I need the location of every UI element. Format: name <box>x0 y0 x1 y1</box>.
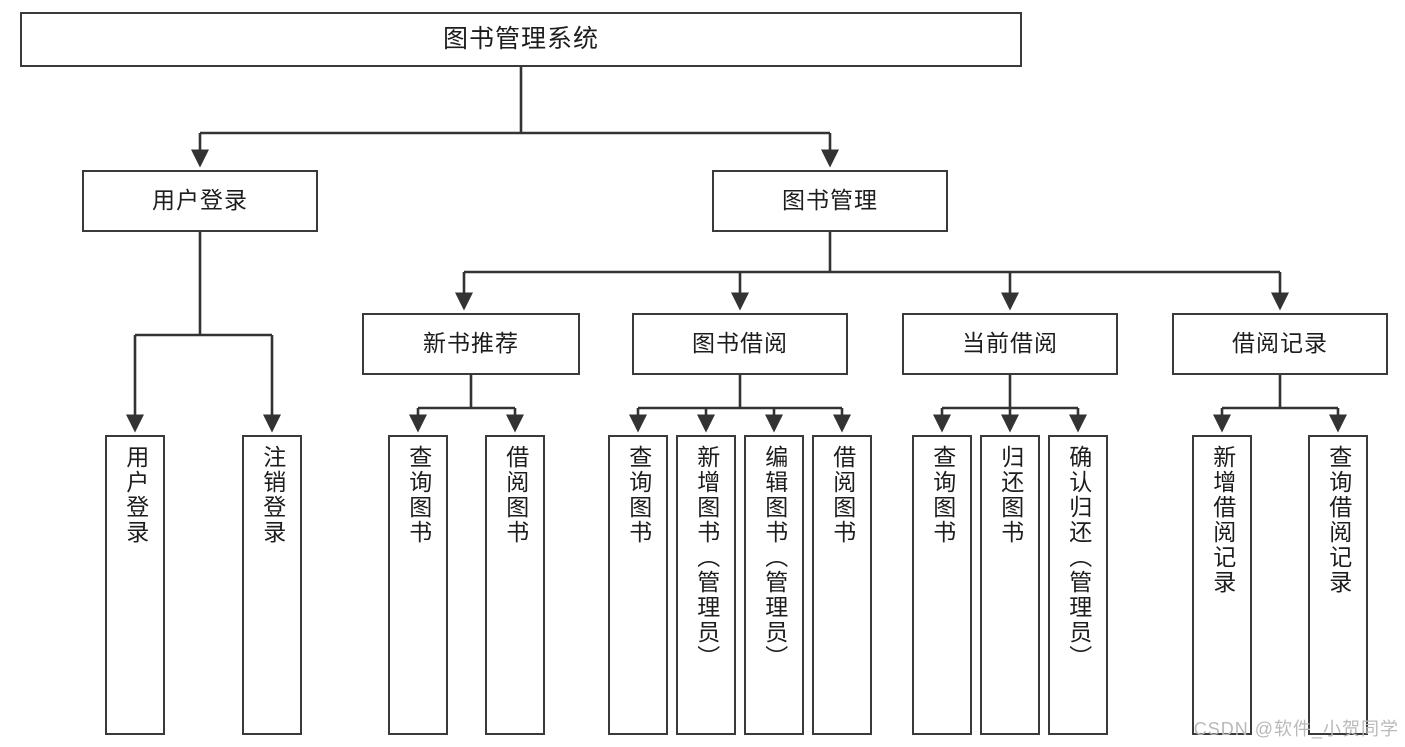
node-leaf-confirm-return-label: 确认归还（管理员） <box>1065 445 1092 670</box>
node-user-login-label: 用户登录 <box>152 187 248 214</box>
node-leaf-query-book-2[interactable]: 查询图书 <box>608 435 668 735</box>
node-leaf-add-record-label: 新增借阅记录 <box>1209 445 1236 595</box>
node-book-manage-label: 图书管理 <box>782 187 878 214</box>
node-leaf-return-book[interactable]: 归还图书 <box>980 435 1040 735</box>
node-root[interactable]: 图书管理系统 <box>20 12 1022 67</box>
node-leaf-borrow-book-1[interactable]: 借阅图书 <box>485 435 545 735</box>
node-book-borrow[interactable]: 图书借阅 <box>632 313 848 375</box>
node-leaf-user-login-label: 用户登录 <box>122 445 149 545</box>
node-book-borrow-label: 图书借阅 <box>692 330 788 357</box>
node-leaf-query-book-1-label: 查询图书 <box>405 445 432 545</box>
node-new-book-recommend[interactable]: 新书推荐 <box>362 313 580 375</box>
node-leaf-add-book[interactable]: 新增图书（管理员） <box>676 435 736 735</box>
node-leaf-borrow-book-2-label: 借阅图书 <box>829 445 856 545</box>
node-current-borrow-label: 当前借阅 <box>962 330 1058 357</box>
node-book-manage[interactable]: 图书管理 <box>712 170 948 232</box>
node-leaf-query-book-3-label: 查询图书 <box>929 445 956 545</box>
node-leaf-query-book-2-label: 查询图书 <box>625 445 652 545</box>
node-leaf-return-book-label: 归还图书 <box>997 445 1024 545</box>
node-leaf-user-logout-label: 注销登录 <box>259 445 286 545</box>
node-leaf-query-record-label: 查询借阅记录 <box>1325 445 1352 595</box>
node-root-label: 图书管理系统 <box>442 24 599 53</box>
node-current-borrow[interactable]: 当前借阅 <box>902 313 1118 375</box>
node-borrow-record-label: 借阅记录 <box>1232 330 1328 357</box>
node-leaf-user-logout[interactable]: 注销登录 <box>242 435 302 735</box>
node-leaf-user-login[interactable]: 用户登录 <box>105 435 165 735</box>
node-leaf-query-book-1[interactable]: 查询图书 <box>388 435 448 735</box>
node-borrow-record[interactable]: 借阅记录 <box>1172 313 1388 375</box>
watermark-text: CSDN @软件_小贺同学 <box>1193 719 1399 739</box>
node-leaf-query-book-3[interactable]: 查询图书 <box>912 435 972 735</box>
node-leaf-add-record[interactable]: 新增借阅记录 <box>1192 435 1252 735</box>
node-leaf-borrow-book-1-label: 借阅图书 <box>502 445 529 545</box>
node-leaf-edit-book[interactable]: 编辑图书（管理员） <box>744 435 804 735</box>
node-new-book-recommend-label: 新书推荐 <box>423 330 519 357</box>
node-leaf-edit-book-label: 编辑图书（管理员） <box>761 445 788 670</box>
node-leaf-query-record[interactable]: 查询借阅记录 <box>1308 435 1368 735</box>
node-leaf-borrow-book-2[interactable]: 借阅图书 <box>812 435 872 735</box>
node-leaf-add-book-label: 新增图书（管理员） <box>693 445 720 670</box>
node-user-login[interactable]: 用户登录 <box>82 170 318 232</box>
node-leaf-confirm-return[interactable]: 确认归还（管理员） <box>1048 435 1108 735</box>
